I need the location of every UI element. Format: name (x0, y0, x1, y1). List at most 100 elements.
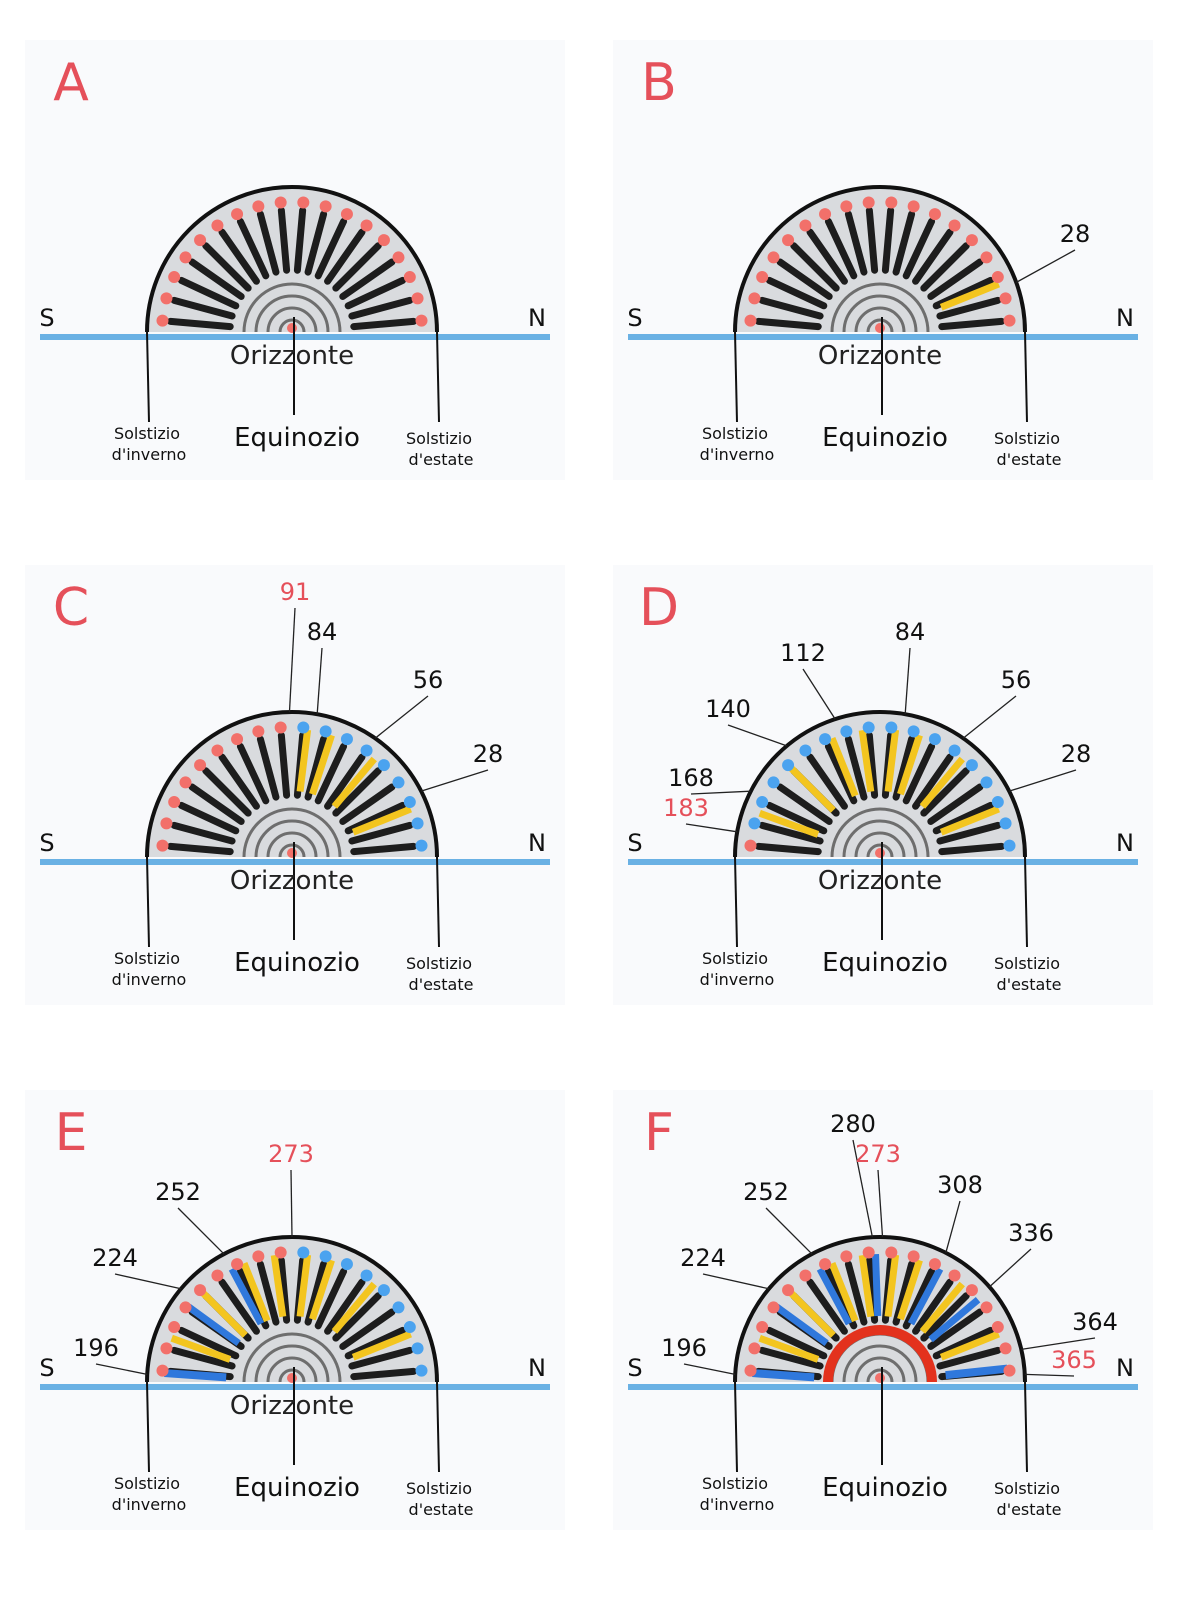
rim-dot (928, 733, 941, 746)
rim-dot (748, 1342, 761, 1355)
groove (927, 1308, 984, 1350)
day-annotation: 224 (680, 1244, 726, 1272)
groove (920, 767, 970, 817)
annotation-leader (288, 607, 296, 713)
panel-letter: D (639, 578, 679, 638)
rim-dot (179, 1301, 192, 1314)
groove (938, 842, 1006, 856)
groove (754, 317, 822, 331)
groove (936, 296, 1002, 320)
groove (339, 1308, 396, 1350)
rim-dot (748, 817, 761, 830)
annotation-leader (683, 1363, 736, 1376)
summer-indicator-line (1024, 856, 1028, 948)
annotation-leader (290, 1169, 293, 1238)
rim-dot (840, 1250, 853, 1263)
center-dot (287, 848, 297, 858)
groove (824, 217, 858, 280)
rim-dot (885, 721, 898, 734)
day-annotation: 308 (937, 1171, 983, 1199)
rim-dot (411, 817, 424, 830)
rim-dot (999, 1342, 1012, 1355)
rim-dot (340, 733, 353, 746)
rim-dot (160, 292, 173, 305)
groove (912, 228, 954, 285)
rim-dot (179, 251, 192, 264)
groove (920, 242, 970, 292)
groove (344, 276, 407, 310)
rim-dot (297, 1246, 310, 1259)
rim-dot (999, 817, 1012, 830)
annotation-leader (95, 1363, 148, 1376)
yellow-spoke (787, 764, 836, 813)
spiral-ring (866, 843, 894, 858)
rim-dot (840, 725, 853, 738)
groove (902, 742, 936, 805)
spiral-ring (278, 843, 306, 858)
rim-dot (885, 1246, 898, 1259)
groove (277, 731, 291, 799)
groove (304, 735, 328, 801)
disk-rim (733, 710, 1027, 858)
groove (218, 753, 260, 810)
rim-dot (819, 1258, 832, 1271)
groove (938, 317, 1006, 331)
groove (236, 742, 270, 805)
annotation-leader (945, 1200, 961, 1253)
day-annotation: 196 (661, 1334, 707, 1362)
rim-dot (744, 839, 757, 852)
panel-letter: F (644, 1103, 674, 1163)
groove (806, 1278, 848, 1335)
groove (293, 206, 307, 274)
disk-rim (145, 710, 439, 858)
yellow-spoke (939, 280, 1000, 311)
yellow-spoke (199, 1289, 248, 1338)
annotation-leader (962, 695, 1017, 739)
groove (314, 1267, 348, 1330)
spiral-ring (842, 1344, 918, 1383)
spiral-ring (866, 318, 894, 333)
yellow-spoke (919, 1281, 965, 1334)
rim-dot (211, 219, 224, 232)
groove (277, 1256, 291, 1324)
summer-solstice-label-2: d'estate (997, 1500, 1062, 1519)
rim-dot (965, 1284, 978, 1297)
rim-dot (156, 314, 169, 327)
annotation-leader (765, 1207, 813, 1255)
groove (314, 742, 348, 805)
rim-dot (767, 1301, 780, 1314)
rim-dot (377, 759, 390, 772)
summer-solstice-label-2: d'estate (997, 975, 1062, 994)
summer-solstice-label: Solstizio (406, 954, 472, 973)
panel-letter: B (641, 53, 677, 113)
yellow-spoke (296, 729, 312, 792)
groove (236, 217, 270, 280)
yellow-spoke (351, 1330, 412, 1361)
day-annotation: 56 (1001, 666, 1032, 694)
rim-dot (231, 208, 244, 221)
rim-dot (160, 1342, 173, 1355)
rim-dot (862, 196, 875, 209)
rim-dot (360, 744, 373, 757)
rim-dot (991, 1321, 1004, 1334)
groove (348, 296, 414, 320)
winter-solstice-label-2: d'inverno (700, 1495, 775, 1514)
summer-indicator-line (1024, 331, 1028, 423)
disk-rim (733, 185, 1027, 333)
winter-solstice-label: Solstizio (114, 1474, 180, 1493)
blue-spoke (945, 1364, 1008, 1380)
rim-dot (415, 1364, 428, 1377)
rim-dot (168, 271, 181, 284)
groove (344, 1326, 407, 1360)
rim-dot (767, 776, 780, 789)
panel-letter: E (55, 1103, 88, 1163)
red-arc (823, 1325, 937, 1383)
blue-spoke (752, 1369, 815, 1382)
horizon-label: Orizzonte (230, 1391, 354, 1421)
rim-dot (1003, 1364, 1016, 1377)
rim-dot (948, 219, 961, 232)
day-annotation: 56 (413, 666, 444, 694)
rim-dot (168, 796, 181, 809)
